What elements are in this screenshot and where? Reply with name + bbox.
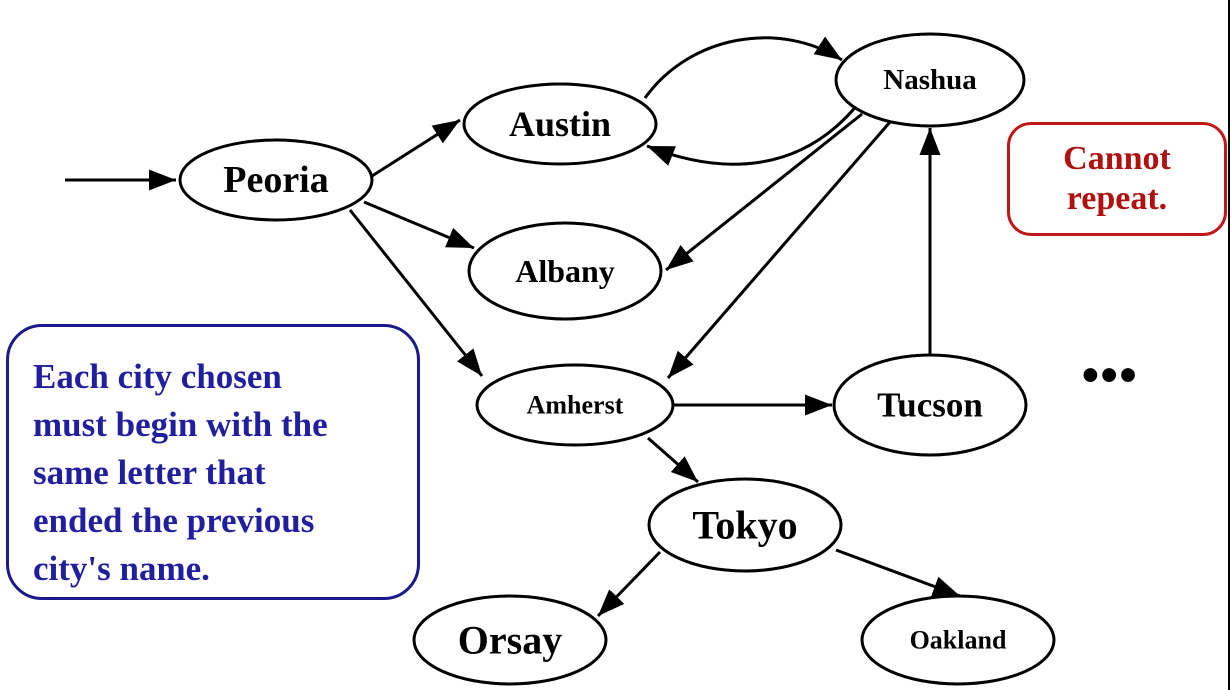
node-albany-label: Albany [515,253,615,289]
node-oakland: Oakland [860,594,1056,686]
edge-peoria-albany [363,200,475,250]
edge-nashua-amherst [666,121,892,379]
edge-peoria-austin [371,118,461,178]
node-peoria: Peoria [178,138,374,222]
edge-nashua-austin [646,103,860,166]
edge-austin-nashua [643,36,843,99]
edge-peoria-amherst [348,209,484,377]
node-amherst: Amherst [475,363,675,447]
edge-tokyo-orsay [596,550,662,618]
node-austin: Austin [462,82,658,166]
node-albany: Albany [467,221,663,321]
edge-nashua-albany [665,112,863,272]
node-tucson: Tucson [832,353,1028,457]
cannot-repeat-note: Cannot repeat. [1007,122,1227,236]
node-orsay-label: Orsay [458,618,562,663]
node-tokyo: Tokyo [647,477,843,573]
node-oakland-label: Oakland [910,626,1007,655]
rule-note: Each city chosen must begin with the sam… [6,324,420,600]
node-peoria-label: Peoria [223,159,329,201]
node-austin-label: Austin [509,104,611,144]
node-amherst-label: Amherst [527,391,624,420]
node-nashua-label: Nashua [883,64,977,96]
ellipsis-more: ••• [1082,349,1139,402]
edge-amherst-tokyo [647,436,699,484]
edge-tokyo-oakland [835,548,961,598]
node-tokyo-label: Tokyo [692,503,797,548]
right-border-line [1228,0,1230,690]
node-orsay: Orsay [412,594,608,686]
node-tucson-label: Tucson [877,386,983,425]
node-nashua: Nashua [834,32,1026,128]
